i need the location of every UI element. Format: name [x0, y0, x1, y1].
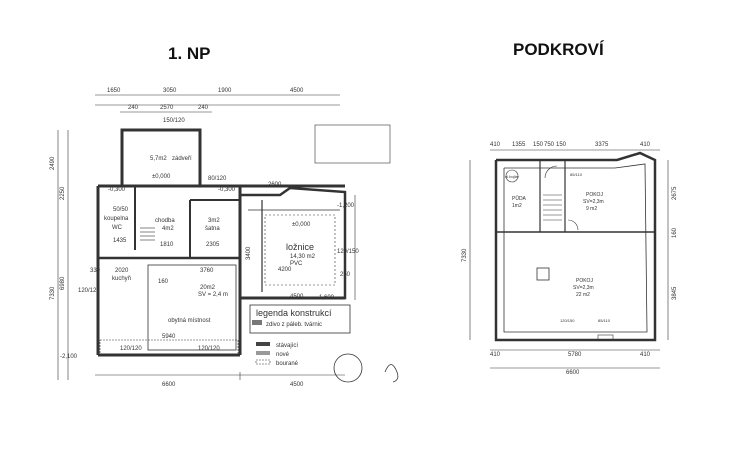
- rdim-right-2: 160: [672, 227, 678, 238]
- dim-inner-11: 250: [340, 272, 351, 278]
- rroom-pokoj2-sv: SV=2,3m: [573, 285, 594, 291]
- rwindow-2: 120/150: [560, 318, 575, 323]
- room-zadveri-area: 5,7m2: [150, 156, 167, 162]
- rdim-top-4: 750: [544, 142, 555, 148]
- dim-inner-6: 160: [158, 279, 169, 285]
- dim-left-4: 6980: [60, 276, 66, 290]
- rdim-top-2: 1355: [512, 142, 526, 148]
- rroom-pokoj1-sv: SV=2,3m: [583, 199, 604, 205]
- dim-inner-1: 1435: [113, 238, 127, 244]
- rdim-left: 7330: [462, 248, 468, 262]
- dim-top-3: 1900: [218, 88, 232, 94]
- dim-left-3: 7330: [50, 286, 56, 300]
- rdim-bottom-1: 410: [490, 352, 501, 358]
- room-obytna-label: obytná místnost: [168, 318, 211, 324]
- dim-top-5: 240: [128, 105, 139, 111]
- level-7: -2,100: [60, 354, 78, 360]
- title-1np: 1. NP: [168, 44, 211, 63]
- plan-1np-rooms: zádveří 5,7m2 koupelna WC chodba 4m2 šat…: [104, 156, 316, 324]
- title-podkrovi: PODKROVÍ: [513, 40, 604, 59]
- rdim-top-7: 410: [640, 142, 651, 148]
- dim-inner-15: 120/120: [198, 346, 220, 352]
- dim-inner-12: 330: [90, 268, 101, 274]
- level-1: ±0,000: [152, 174, 171, 180]
- rroom-pokoj2-area: 22 m2: [576, 292, 590, 298]
- rdim-right-3: 2675: [672, 186, 678, 200]
- dim-top-7: 240: [198, 105, 209, 111]
- level-5: ±0,000: [292, 222, 311, 228]
- dim-inner-17: 150/120: [163, 118, 185, 124]
- rdim-right-1: 3845: [672, 286, 678, 300]
- rwindow-3: 85/110: [598, 318, 611, 323]
- room-koupelna-area: WC: [112, 225, 123, 231]
- dim-top-6: 2570: [160, 105, 174, 111]
- dim-inner-16: 120/120: [78, 288, 100, 294]
- legend-row-3: nové: [276, 352, 290, 358]
- dim-inner-7: 5940: [162, 334, 176, 340]
- legend: legenda konstrukcí zdivo z páleb. tvárni…: [256, 308, 332, 367]
- rroom-puda-area: 1m2: [512, 203, 522, 209]
- dim-inner-2: 1810: [160, 242, 174, 248]
- dim-left-2: 2250: [60, 186, 66, 200]
- dim-inner-10: 4200: [278, 267, 292, 273]
- rroom-puda-label: PŮDA: [512, 195, 527, 202]
- legend-row-1: zdivo z páleb. tvárnic: [266, 322, 322, 328]
- rroom-pokoj2-label: POKOJ: [576, 278, 593, 284]
- rroom-pokoj1-area: 9 m2: [586, 206, 597, 212]
- dim-inner-13: 4500: [290, 294, 304, 300]
- plan-1np-dimensions: 1650 3050 1900 4500 240 2570 240 6600 45…: [50, 88, 359, 388]
- legend-row-2: stávající: [276, 343, 298, 349]
- dim-inner-14: 120/120: [120, 346, 142, 352]
- rdim-top-5: 150: [556, 142, 567, 148]
- dim-inner-4: 2020: [115, 268, 129, 274]
- plan-podkrovi-rooms: el.bojler PŮDA 1m2 POKOJ SV=2,3m 9 m2 PO…: [505, 172, 611, 323]
- legend-row-4: bourané: [276, 361, 299, 367]
- dim-inner-19: 80/120: [208, 176, 227, 182]
- dim-inner-20: 120/150: [337, 249, 359, 255]
- dim-inner-18: 50/50: [113, 207, 129, 213]
- rwindow-1: 85/110: [570, 172, 583, 177]
- room-chodba-label: chodba: [155, 218, 175, 224]
- plan-podkrovi: [469, 149, 669, 369]
- dim-left-1: 2490: [50, 156, 56, 170]
- plan-podkrovi-dimensions: 410 1355 150 750 150 3375 410 410 5780 4…: [462, 142, 678, 376]
- room-loznice-floor: PVC: [290, 261, 303, 267]
- rdim-bottom-total: 6600: [566, 370, 580, 376]
- room-koupelna-label: koupelna: [104, 216, 129, 222]
- dim-inner-8: 2600: [268, 182, 282, 188]
- rdim-top-3: 150: [533, 142, 544, 148]
- dim-bottom-1: 6600: [162, 382, 176, 388]
- rroom-pokoj1-label: POKOJ: [586, 192, 603, 198]
- level-3: -0,300: [218, 187, 236, 193]
- dim-inner-9: 3400: [246, 246, 252, 260]
- dim-top-2: 3050: [163, 88, 177, 94]
- dim-top-1: 1650: [107, 88, 121, 94]
- rroom-bojler: el.bojler: [505, 174, 520, 179]
- rdim-bottom-3: 410: [640, 352, 651, 358]
- dim-bottom-2: 4500: [290, 382, 304, 388]
- room-obytna-sv: SV = 2,4 m: [198, 292, 228, 298]
- rdim-top-1: 410: [490, 142, 501, 148]
- dim-inner-5: 3760: [200, 268, 214, 274]
- dim-inner-3: 2305: [206, 242, 220, 248]
- room-loznice-label: ložnice: [286, 242, 314, 252]
- room-chodba-area: 4m2: [162, 226, 174, 232]
- rdim-bottom-2: 5780: [568, 352, 582, 358]
- room-zadveri-label: zádveří: [172, 156, 192, 162]
- room-satna-label: šatna: [205, 226, 220, 232]
- room-obytna-area: 20m2: [200, 285, 216, 291]
- room-kuchyn-label: kuchyň: [112, 276, 131, 282]
- plan-1np-levels: ±0,000 -0,300 -0,300 -1,200 ±0,000 -1,60…: [60, 174, 355, 360]
- dim-top-4: 4500: [290, 88, 304, 94]
- level-2: -0,300: [108, 187, 126, 193]
- legend-title: legenda konstrukcí: [256, 308, 332, 318]
- plan-1np: [57, 94, 399, 383]
- rdim-top-6: 3375: [595, 142, 609, 148]
- room-satna-area: 3m2: [208, 218, 220, 224]
- level-6: -1,600: [317, 295, 335, 301]
- level-4: -1,200: [337, 203, 355, 209]
- room-loznice-area: 14,30 m2: [290, 254, 316, 260]
